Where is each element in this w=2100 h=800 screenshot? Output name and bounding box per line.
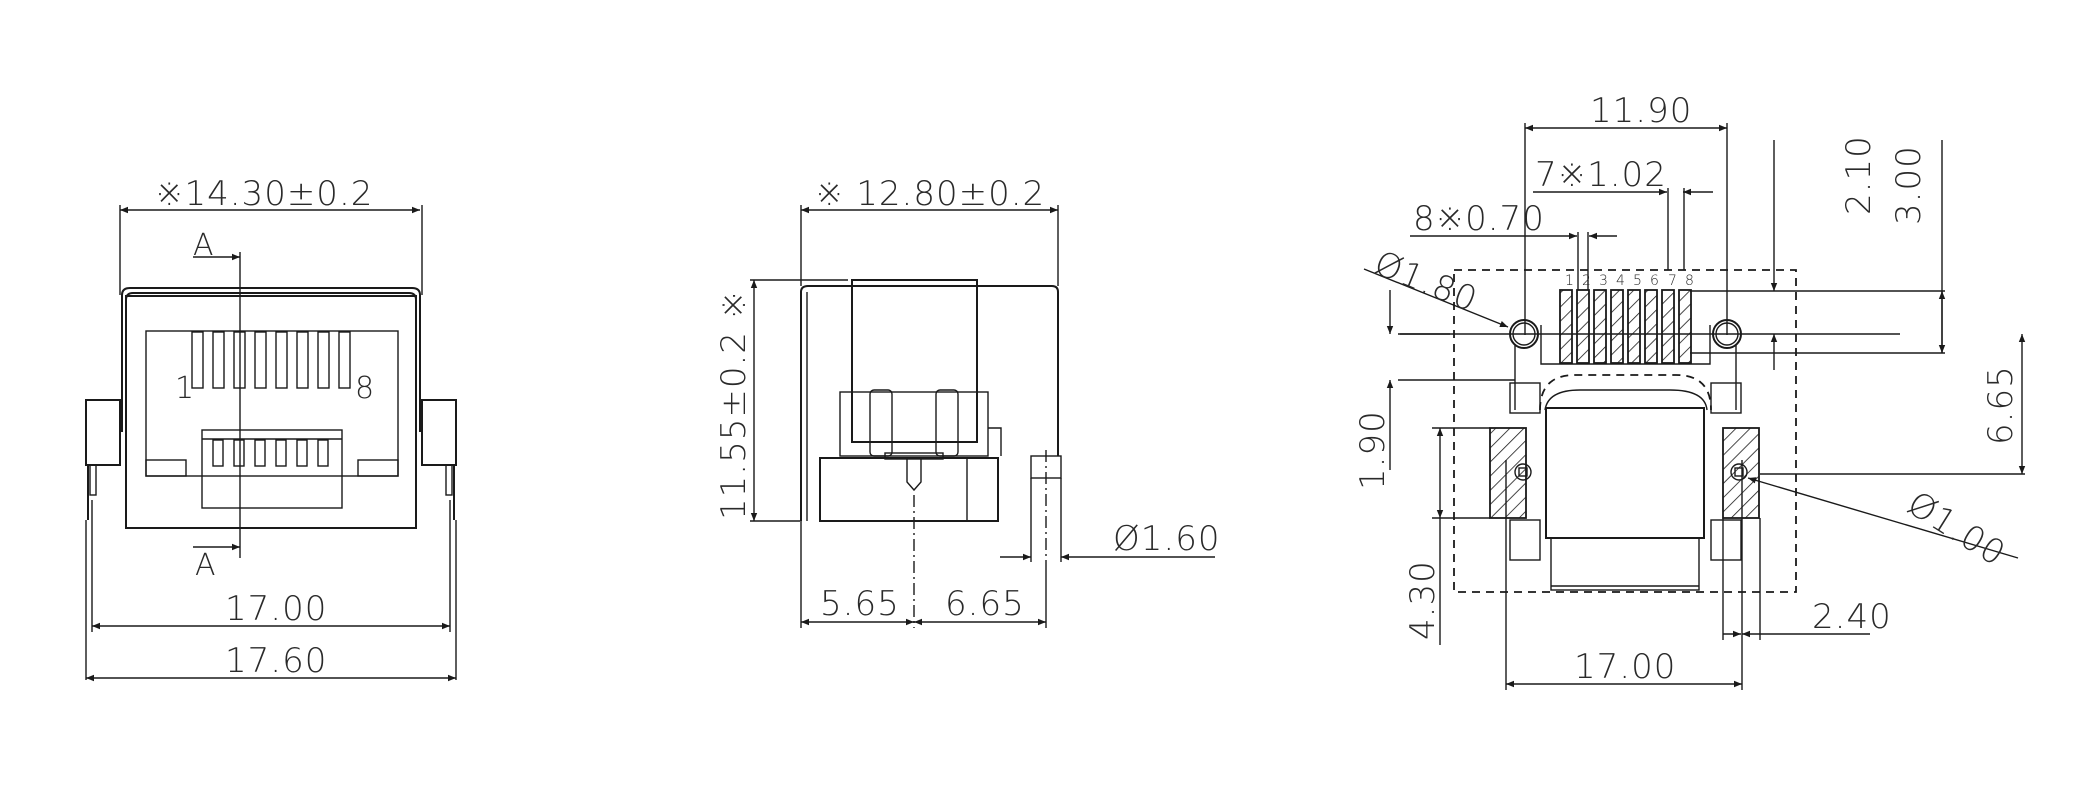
front-view: ※14.30±0.2 A 1 8 [85,174,457,682]
dim-1-90: 1.90 [1353,410,1393,490]
offset-left-label: 5.65 [820,584,900,624]
footprint-pads [1559,289,1692,364]
svg-text:5: 5 [1633,273,1642,289]
offset-right-label: 6.65 [945,584,1025,624]
svg-text:4: 4 [1616,273,1625,289]
dim-2-40: 2.40 [1812,597,1892,637]
svg-text:2: 2 [1582,273,1591,289]
side-height-label: 11.55±0.2 ※ [714,290,754,520]
side-view: ※ 12.80±0.2 11.55±0.2 ※ Ø1.60 5.65 6 [714,174,1220,628]
front-width-label: ※14.30±0.2 [155,174,373,214]
footprint-pin-numbers: 1 2 3 4 5 6 7 8 [1565,273,1694,289]
svg-text:3: 3 [1599,273,1608,289]
dim-6-65: 6.65 [1981,365,2021,445]
section-a-bottom: A [195,548,216,583]
pin-1-label: 1 [175,371,194,406]
dim-3-00: 3.00 [1889,145,1929,225]
side-depth-label: ※ 12.80±0.2 [815,174,1045,214]
svg-text:6: 6 [1650,273,1659,289]
svg-text:7: 7 [1668,273,1677,289]
footprint-width-label: 17.00 [1574,647,1676,687]
svg-text:1: 1 [1565,273,1574,289]
contacts [191,331,351,389]
front-width-inner: 17.00 [225,589,327,629]
pin-8-label: 8 [355,371,374,406]
pin-pitch-label: 7※1.02 [1535,155,1667,195]
pcb-footprint-view: 11.90 7※1.02 8※0.70 Ø1.80 1 2 3 4 5 6 7 … [1353,91,2026,690]
dim-4-30: 4.30 [1403,560,1443,640]
dim-2-10: 2.10 [1839,135,1879,215]
mount-hole-label: Ø1.00 [1900,484,2012,575]
svg-text:8: 8 [1685,273,1694,289]
post-diameter-label: Ø1.60 [1113,519,1220,559]
section-a-top: A [193,228,214,263]
pin-width-label: 8※0.70 [1413,199,1545,239]
locating-hole-label: Ø1.80 [1369,243,1484,320]
front-width-outer: 17.60 [225,641,327,681]
hole-span-label: 11.90 [1590,91,1692,131]
